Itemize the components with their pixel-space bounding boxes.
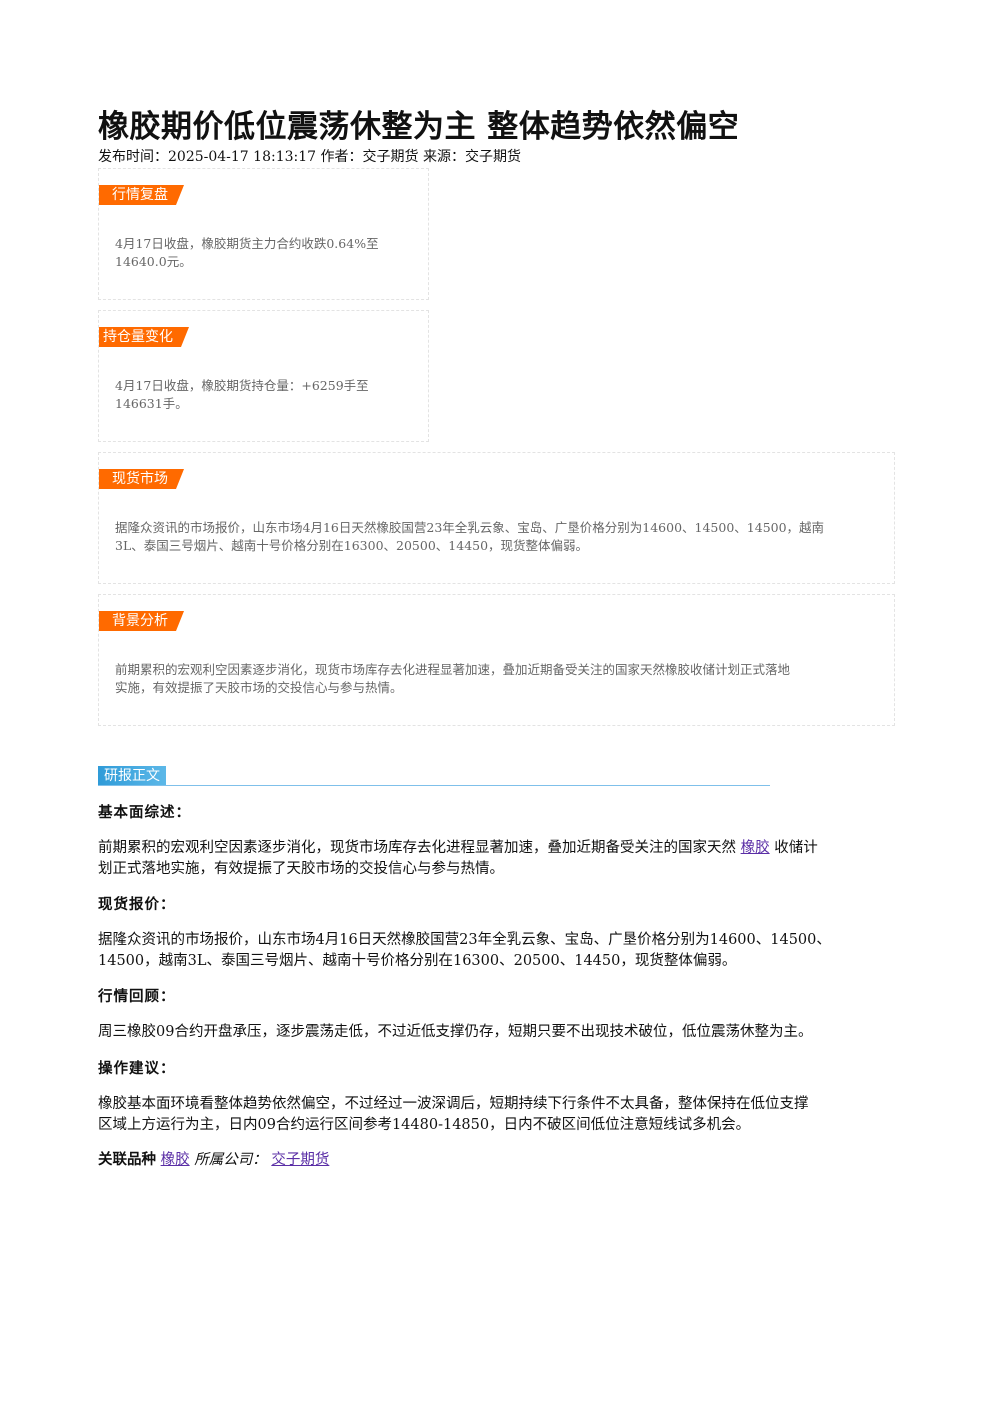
section-heading: 操作建议： [98, 1061, 176, 1077]
paragraph-text: 收储计 [774, 840, 818, 856]
related-product-link[interactable]: 橡胶 [160, 1152, 190, 1168]
product-link-rubber[interactable]: 橡胶 [740, 840, 770, 856]
card-tag: 行情复盘 [99, 185, 184, 205]
company-label: 所属公司： [194, 1152, 267, 1168]
card-tag: 背景分析 [99, 611, 184, 631]
section-paragraph: 周三橡胶09合约开盘承压，逐步震荡走低，不过近低支撑仍存，短期只要不出现技术破位… [98, 1022, 893, 1043]
related-info: 关联品种 橡胶 所属公司： 交子期货 [98, 1150, 329, 1171]
section-heading: 现货报价： [98, 897, 176, 913]
card-text-line: 前期累积的宏观利空因素逐步消化，现货市场库存去化进程显著加速，叠加近期备受关注的… [115, 662, 791, 677]
section-paragraph: 橡胶基本面环境看整体趋势依然偏空，不过经过一波深调后，短期持续下行条件不太具备，… [98, 1094, 893, 1136]
report-tag: 研报正文 [98, 766, 166, 786]
card-text: 前期累积的宏观利空因素逐步消化，现货市场库存去化进程显著加速，叠加近期备受关注的… [115, 661, 790, 697]
company-link[interactable]: 交子期货 [271, 1152, 330, 1168]
paragraph-text: 据隆众资讯的市场报价，山东市场4月16日天然橡胶国营23年全乳云象、宝岛、广垦价… [98, 932, 831, 948]
report-divider [98, 785, 770, 786]
paragraph-text: 14500，越南3L、泰国三号烟片、越南十号价格分别在16300、20500、1… [98, 953, 737, 969]
section-heading: 行情回顾： [98, 989, 176, 1005]
section-paragraph: 据隆众资讯的市场报价，山东市场4月16日天然橡胶国营23年全乳云象、宝岛、广垦价… [98, 930, 893, 972]
card-spot-market: 现货市场 据隆众资讯的市场报价，山东市场4月16日天然橡胶国营23年全乳云象、宝… [98, 452, 895, 584]
paragraph-text: 前期累积的宏观利空因素逐步消化，现货市场库存去化进程显著加速，叠加近期备受关注的… [98, 840, 736, 856]
related-label: 关联品种 [98, 1152, 156, 1168]
card-text: 据隆众资讯的市场报价，山东市场4月16日天然橡胶国营23年全乳云象、宝岛、广垦价… [115, 519, 824, 555]
section-heading: 基本面综述： [98, 805, 191, 821]
card-background: 背景分析 前期累积的宏观利空因素逐步消化，现货市场库存去化进程显著加速，叠加近期… [98, 594, 895, 726]
card-text: 4月17日收盘，橡胶期货持仓量：+6259手至 146631手。 [115, 377, 369, 413]
section-paragraph: 前期累积的宏观利空因素逐步消化，现货市场库存去化进程显著加速，叠加近期备受关注的… [98, 838, 893, 880]
card-text-line: 据隆众资讯的市场报价，山东市场4月16日天然橡胶国营23年全乳云象、宝岛、广垦价… [115, 520, 825, 535]
report-header: 研报正文 [98, 766, 770, 790]
card-open-interest: 持仓量变化 4月17日收盘，橡胶期货持仓量：+6259手至 146631手。 [98, 310, 429, 442]
card-text-line: 实施，有效提振了天胶市场的交投信心与参与热情。 [115, 680, 403, 695]
article-meta: 发布时间：2025-04-17 18:13:17 作者：交子期货 来源：交子期货 [98, 149, 521, 165]
card-text-line: 146631手。 [115, 396, 188, 411]
card-tag: 现货市场 [99, 469, 184, 489]
paragraph-text: 划正式落地实施，有效提振了天胶市场的交投信心与参与热情。 [98, 861, 504, 877]
card-text: 4月17日收盘，橡胶期货主力合约收跌0.64%至 14640.0元。 [115, 235, 379, 271]
paragraph-text: 区域上方运行为主，日内09合约运行区间参考14480-14850，日内不破区间低… [98, 1117, 751, 1133]
card-text-line: 14640.0元。 [115, 254, 192, 269]
card-text-line: 4月17日收盘，橡胶期货持仓量：+6259手至 [115, 378, 369, 393]
page-title: 橡胶期价低位震荡休整为主 整体趋势依然偏空 [98, 108, 740, 145]
paragraph-text: 橡胶基本面环境看整体趋势依然偏空，不过经过一波深调后，短期持续下行条件不太具备，… [98, 1096, 809, 1112]
paragraph-text: 周三橡胶09合约开盘承压，逐步震荡走低，不过近低支撑仍存，短期只要不出现技术破位… [98, 1024, 813, 1040]
card-market-review: 行情复盘 4月17日收盘，橡胶期货主力合约收跌0.64%至 14640.0元。 [98, 168, 429, 300]
card-text-line: 4月17日收盘，橡胶期货主力合约收跌0.64%至 [115, 236, 379, 251]
card-text-line: 3L、泰国三号烟片、越南十号价格分别在16300、20500、14450，现货整… [115, 538, 589, 553]
card-tag: 持仓量变化 [99, 327, 189, 347]
